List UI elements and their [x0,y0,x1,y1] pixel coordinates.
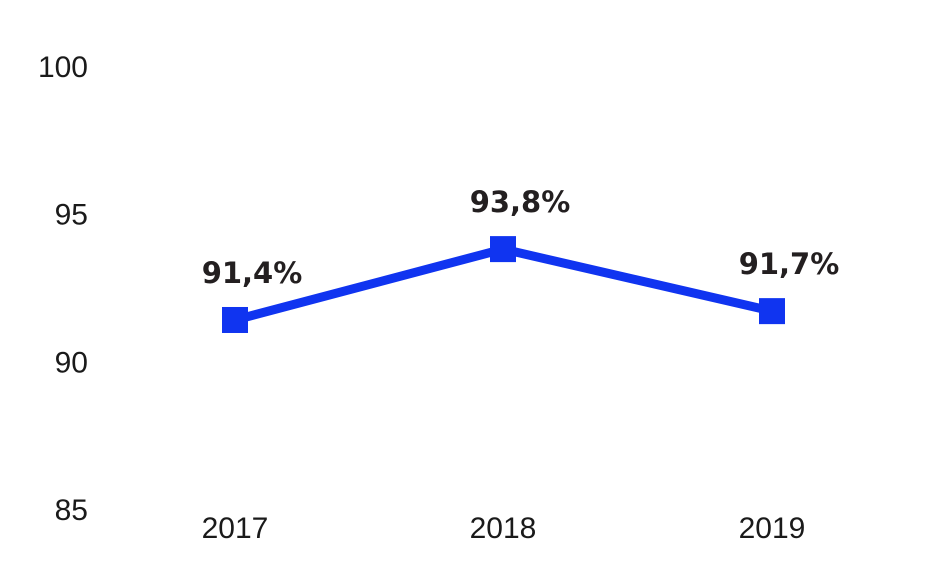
data-value-labels: 91,4% 93,8% 91,7% [202,185,840,290]
data-label-2018: 93,8% [470,185,571,219]
data-point-marker-2019 [759,298,785,325]
data-point-markers [222,236,785,333]
y-axis-tick-labels: 100 95 90 85 [38,51,88,527]
data-point-marker-2017 [222,306,248,333]
y-tick-label-100: 100 [38,51,88,84]
y-tick-label-90: 90 [55,346,88,379]
y-tick-label-95: 95 [55,199,88,232]
x-tick-label-2019: 2019 [739,512,806,545]
data-point-marker-2018 [490,236,516,263]
data-label-2017: 91,4% [202,256,303,290]
x-tick-label-2017: 2017 [202,512,269,545]
x-tick-label-2018: 2018 [470,512,537,545]
x-axis-tick-labels: 2017 2018 2019 [202,512,806,545]
y-tick-label-85: 85 [55,494,88,527]
data-label-2019: 91,7% [739,247,840,281]
